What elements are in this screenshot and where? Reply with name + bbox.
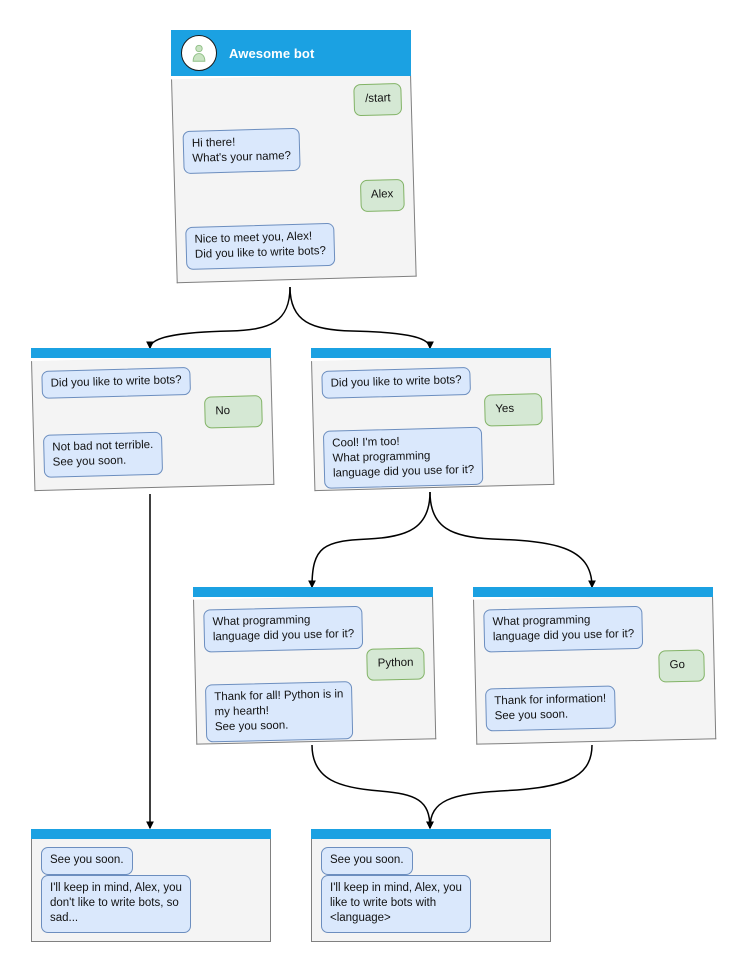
edge-yes-to-python [308, 491, 431, 589]
node-go-branch[interactable]: What programming language did you use fo… [473, 587, 717, 745]
yes-branch-body-wrap: Did you like to write bots? Yes Cool! I'… [311, 354, 555, 492]
message-bubble-user: /start [353, 82, 403, 117]
edge-root-to-yes [289, 286, 434, 350]
yes-branch-header [311, 348, 551, 358]
go-branch-header [473, 587, 713, 597]
root-node-title: Awesome bot [229, 45, 315, 61]
message-bubble-bot: Did you like to write bots? [321, 366, 472, 399]
message-bubble-bot: What programming language did you use fo… [483, 605, 644, 653]
message-bubble-bot: See you soon. [321, 847, 413, 875]
python-branch-body: What programming language did you use fo… [193, 594, 437, 745]
message-bubble-user: Yes [483, 393, 543, 427]
no-branch-body-wrap: Did you like to write bots? No Not bad n… [31, 354, 275, 492]
end-happy-body-wrap: See you soon. I'll keep in mind, Alex, y… [311, 839, 551, 942]
go-branch-body: What programming language did you use fo… [473, 594, 717, 745]
root-node-header: Awesome bot [171, 30, 411, 76]
node-no-branch[interactable]: Did you like to write bots? No Not bad n… [31, 348, 275, 492]
message-bubble-bot: Thank for information! See you soon. [485, 685, 616, 732]
end-happy-body: See you soon. I'll keep in mind, Alex, y… [311, 839, 551, 942]
python-branch-body-wrap: What programming language did you use fo… [193, 594, 437, 745]
message-bubble-bot: Did you like to write bots? [41, 366, 192, 399]
end-sad-body: See you soon. I'll keep in mind, Alex, y… [31, 839, 271, 942]
end-happy-header [311, 829, 551, 839]
node-yes-branch[interactable]: Did you like to write bots? Yes Cool! I'… [311, 348, 555, 492]
edge-python-to-end-happy [311, 744, 434, 830]
message-bubble-bot: Hi there! What's your name? [182, 128, 301, 175]
root-node-body-wrap: /start Hi there! What's your name? Alex … [171, 72, 417, 284]
edge-yes-to-go [429, 491, 596, 589]
message-bubble-bot: Nice to meet you, Alex! Did you like to … [185, 222, 336, 270]
yes-branch-body: Did you like to write bots? Yes Cool! I'… [311, 354, 555, 492]
end-sad-body-wrap: See you soon. I'll keep in mind, Alex, y… [31, 839, 271, 942]
message-bubble-user: No [204, 395, 263, 429]
no-branch-body: Did you like to write bots? No Not bad n… [31, 354, 275, 492]
message-bubble-bot: Cool! I'm too! What programming language… [322, 426, 484, 489]
node-end-happy[interactable]: See you soon. I'll keep in mind, Alex, y… [311, 829, 551, 942]
message-bubble-user: Python [366, 647, 425, 681]
message-bubble-bot: I'll keep in mind, Alex, you like to wri… [321, 875, 471, 933]
node-root[interactable]: Awesome bot /start Hi there! What's your… [171, 30, 417, 284]
end-sad-header [31, 829, 271, 839]
message-bubble-bot: What programming language did you use fo… [203, 605, 364, 653]
go-branch-body-wrap: What programming language did you use fo… [473, 594, 717, 745]
message-bubble-user: Alex [359, 178, 405, 212]
node-end-sad[interactable]: See you soon. I'll keep in mind, Alex, y… [31, 829, 271, 942]
message-bubble-bot: I'll keep in mind, Alex, you don't like … [41, 875, 191, 933]
message-bubble-bot: See you soon. [41, 847, 133, 875]
root-node-body: /start Hi there! What's your name? Alex … [171, 72, 417, 284]
node-python-branch[interactable]: What programming language did you use fo… [193, 587, 437, 745]
no-branch-header [31, 348, 271, 358]
message-bubble-bot: Thank for all! Python is in my hearth! S… [204, 681, 354, 743]
message-bubble-user: Go [658, 649, 705, 683]
message-bubble-bot: Not bad not terrible. See you soon. [42, 431, 164, 478]
edge-go-to-end-happy [426, 744, 593, 830]
person-avatar-icon [181, 35, 217, 71]
edge-root-to-no [146, 286, 291, 350]
python-branch-header [193, 587, 433, 597]
